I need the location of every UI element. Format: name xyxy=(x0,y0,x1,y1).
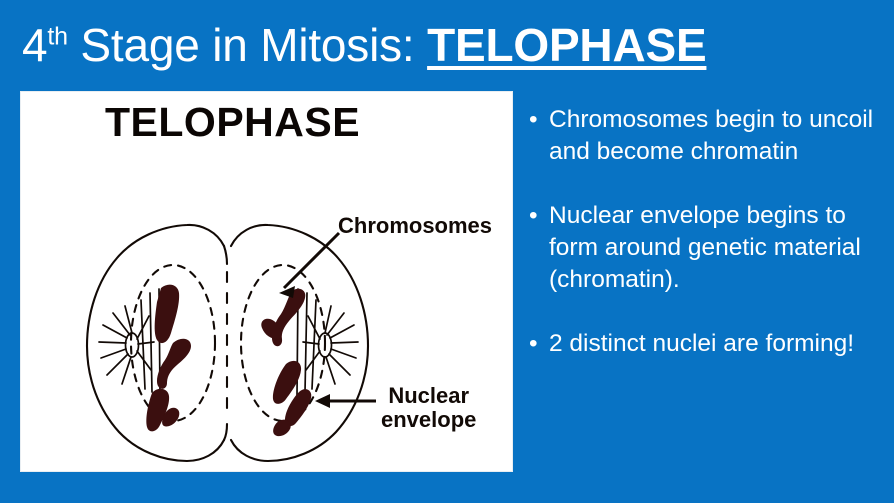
figure-label-nuclear-envelope-line1: Nuclear xyxy=(388,383,470,408)
figure-card: TELOPHASE xyxy=(21,92,512,471)
left-chromosomes xyxy=(146,284,191,432)
title-emphasis: TELOPHASE xyxy=(427,19,707,71)
bullet-item: • Nuclear envelope begins to form around… xyxy=(525,200,890,296)
right-chromosomes xyxy=(261,288,312,437)
bullet-list: • Chromosomes begin to uncoil and become… xyxy=(525,104,890,360)
nuclear-envelope-arrowhead xyxy=(315,394,330,408)
bullet-text: Nuclear envelope begins to form around g… xyxy=(549,202,861,293)
figure-label-nuclear-envelope-line2: envelope xyxy=(381,407,477,432)
right-nuclear-envelope xyxy=(239,263,327,423)
telophase-cell-diagram xyxy=(85,223,376,463)
chromosomes-arrowhead xyxy=(279,286,295,298)
cleavage-furrow-bottom xyxy=(222,422,229,442)
title-number: 4 xyxy=(22,19,48,71)
chromosomes-leader-line xyxy=(282,231,341,290)
bullet-marker: • xyxy=(529,330,538,357)
title-middle-text: Stage in Mitosis: xyxy=(67,19,428,71)
bullet-item: • 2 distinct nuclei are forming! xyxy=(525,328,890,360)
title-ordinal-suffix: th xyxy=(47,22,68,51)
bullet-item: • Chromosomes begin to uncoil and become… xyxy=(525,104,890,168)
cleavage-furrow-top xyxy=(222,244,229,266)
bullet-marker: • xyxy=(529,106,538,133)
left-cell-membrane xyxy=(85,223,226,463)
right-cell-membrane xyxy=(229,223,370,463)
left-aster xyxy=(98,305,155,385)
figure-heading: TELOPHASE xyxy=(105,99,361,145)
left-nuclear-envelope xyxy=(129,263,217,423)
bullet-text: Chromosomes begin to uncoil and become c… xyxy=(549,106,874,165)
bullet-marker: • xyxy=(529,202,538,229)
right-aster xyxy=(302,305,359,385)
figure-label-chromosomes: Chromosomes xyxy=(338,213,493,238)
slide-title: 4th Stage in Mitosis: TELOPHASE xyxy=(22,16,882,78)
figure-label-nuclear-envelope: Nuclear envelope xyxy=(381,384,476,432)
bullet-text: 2 distinct nuclei are forming! xyxy=(549,330,855,357)
